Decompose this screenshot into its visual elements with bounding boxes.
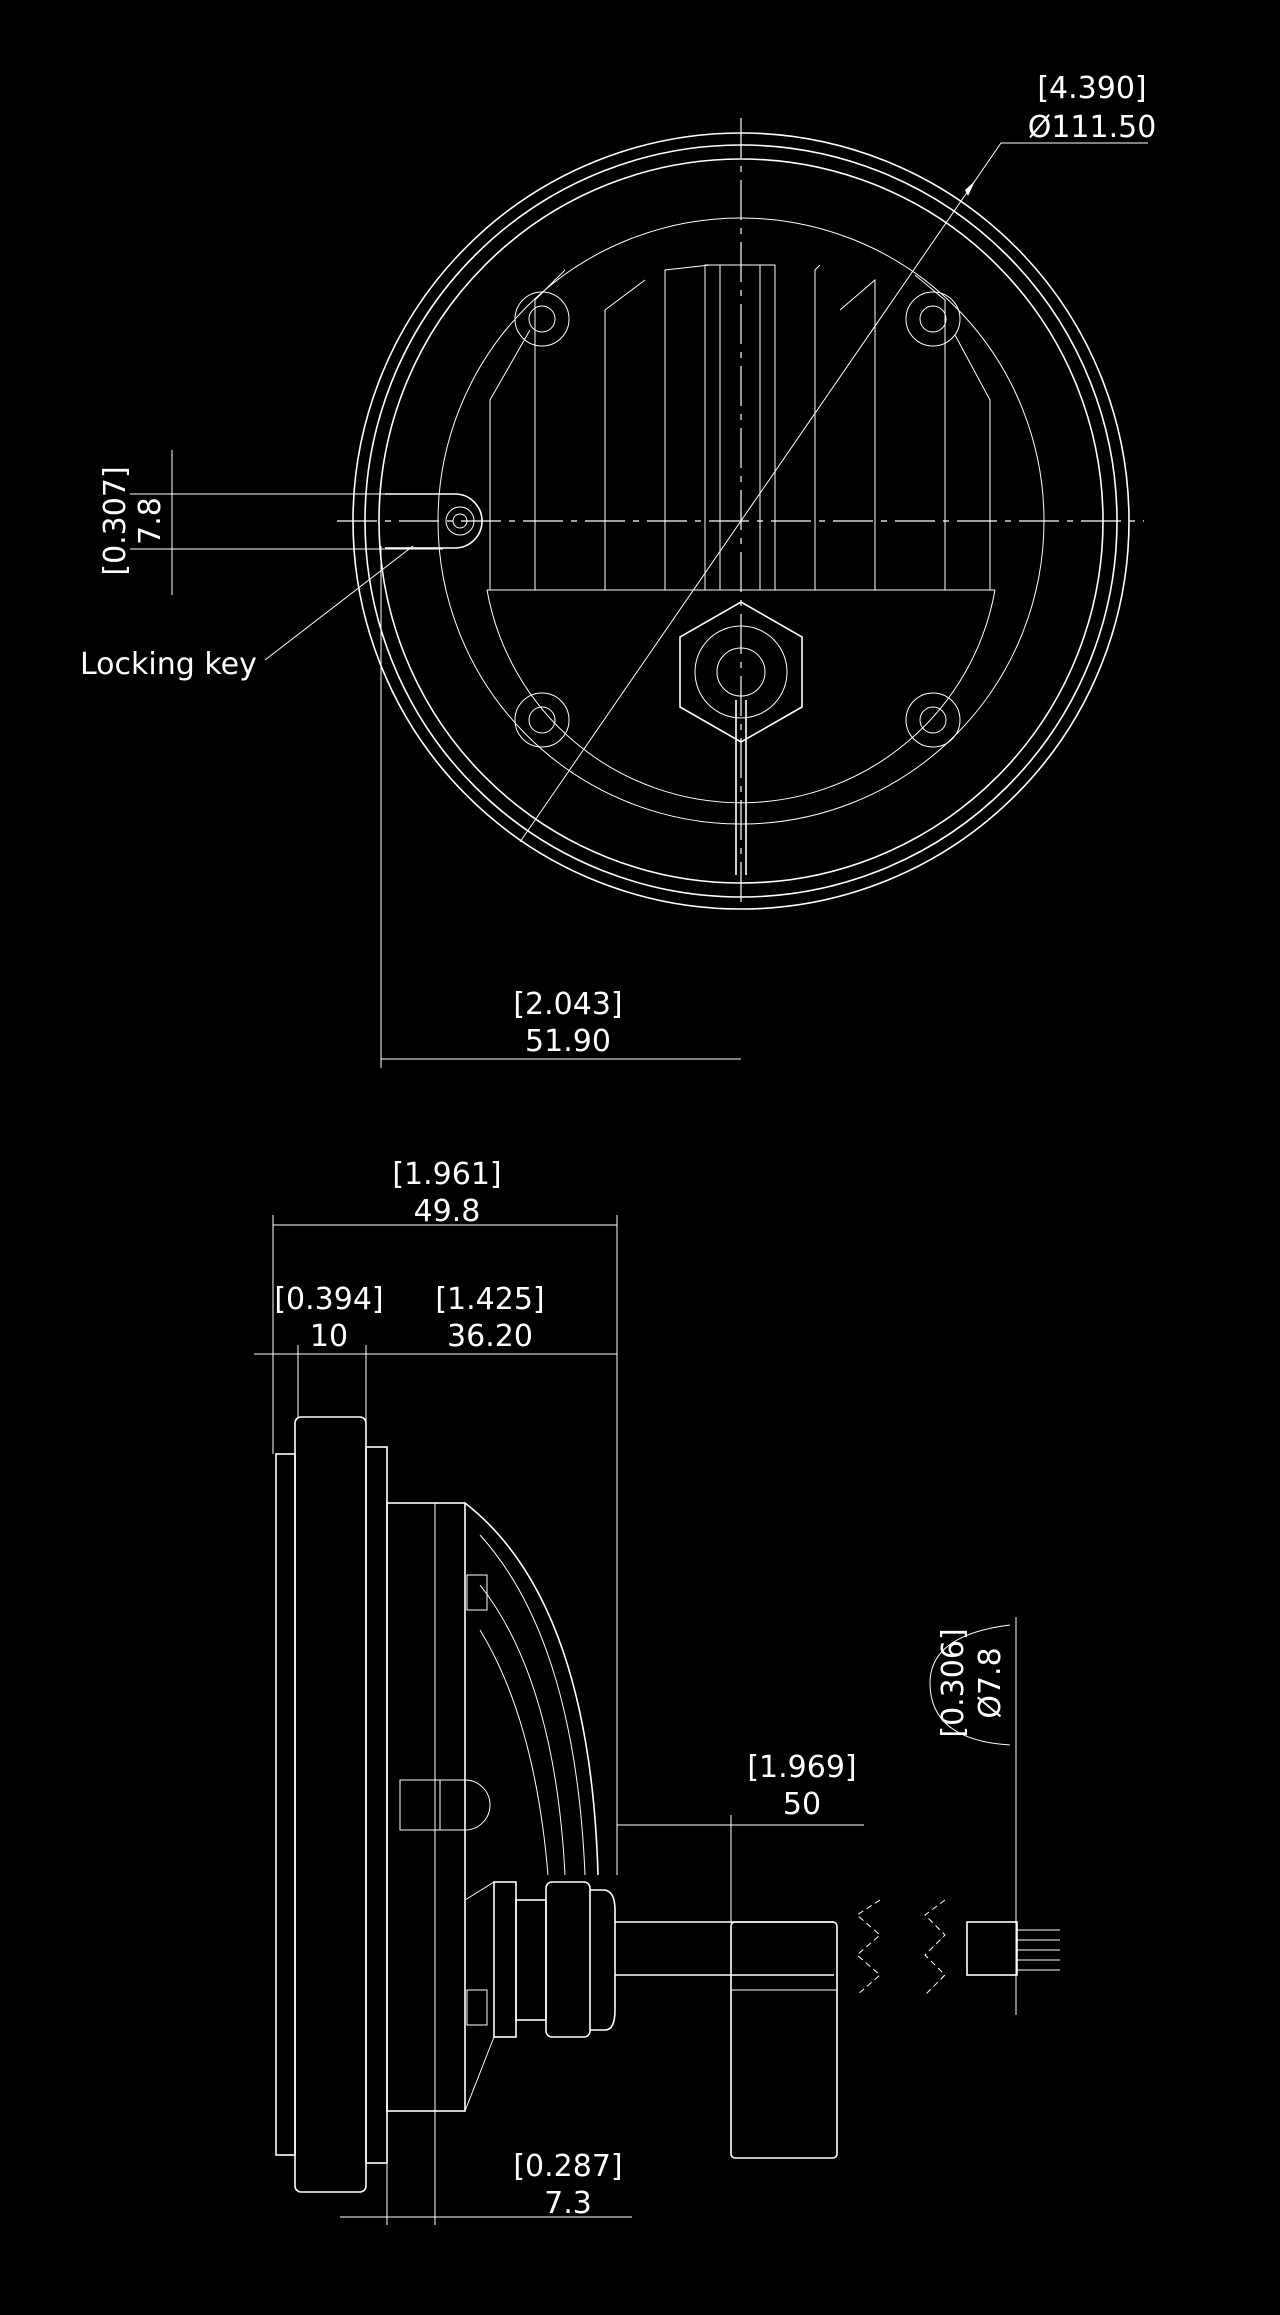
locking-key-callout: Locking key [80,545,414,682]
side-view: [1.961] 49.8 [0.394] 10 [1.425] 36.20 [1… [254,1157,1060,2225]
ring-depth-mm: 10 [310,1319,348,1354]
overall-depth-mm: 49.8 [414,1194,481,1229]
side-cable-gland [493,1881,616,2038]
locking-key-label: Locking key [80,647,257,682]
flange-dimension: [0.287] 7.3 [340,2149,632,2225]
key-height-mm: 7.8 [133,497,168,545]
key-offset-dimension: [2.043] 51.90 [380,546,741,1068]
cable-diameter-dimension: [0.306] Ø7.8 [929,1617,1017,2015]
mounting-screws [514,291,961,748]
heatsink-fins [489,264,991,590]
key-offset-mm: 51.90 [525,1024,611,1059]
front-view: [4.390] Ø111.50 [0.307] 7.8 Locking key … [80,71,1156,1068]
key-offset-inch: [2.043] [513,987,622,1022]
key-height-dimension: [0.307] 7.8 [98,450,443,595]
cable-tag-mm: 50 [783,1787,821,1822]
key-height-inch: [0.307] [98,466,133,575]
cable-diameter-mm: Ø7.8 [973,1647,1008,1718]
diameter-inch: [4.390] [1037,71,1146,106]
cable-diameter-inch: [0.306] [936,1628,971,1737]
cable [615,1899,1060,2159]
diameter-mm: Ø111.50 [1028,110,1157,145]
diameter-dimension: [4.390] Ø111.50 [519,71,1157,843]
flange-mm: 7.3 [544,2186,592,2221]
ring-body-dimensions: [0.394] 10 [1.425] 36.20 [254,1282,617,1447]
body-depth-mm: 36.20 [447,1319,533,1354]
cable-tag-inch: [1.969] [747,1750,856,1785]
cable-tag-dimension: [1.969] 50 [617,1750,864,1922]
ring-depth-inch: [0.394] [274,1282,383,1317]
body-depth-inch: [1.425] [435,1282,544,1317]
flange-inch: [0.287] [513,2149,622,2184]
overall-depth-dimension: [1.961] 49.8 [272,1157,618,1875]
overall-depth-inch: [1.961] [392,1157,501,1192]
